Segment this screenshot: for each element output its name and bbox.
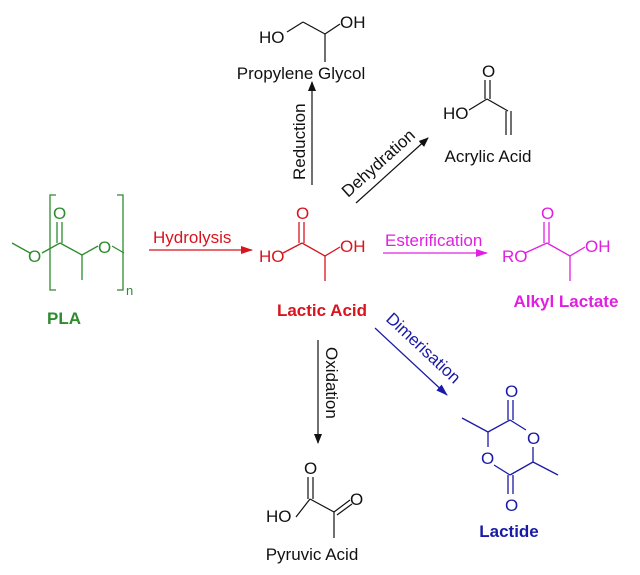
alkyl-atom-o: O <box>541 204 554 223</box>
alkyl-atom-oh: OH <box>585 237 611 256</box>
acrylic-acid-label: Acrylic Acid <box>445 147 532 166</box>
pla-atom-o-right: O <box>98 238 111 257</box>
dimerisation-label: Dimerisation <box>382 309 464 387</box>
dehydration-arrow <box>355 137 429 204</box>
lactic-acid-label: Lactic Acid <box>277 301 367 320</box>
esterification-label: Esterification <box>385 231 482 250</box>
glycol-atom-oh: OH <box>340 13 366 32</box>
acrylic-atom-o: O <box>482 62 495 81</box>
pla-atom-o-carbonyl: O <box>53 204 66 223</box>
pla-atom-o-left: O <box>28 247 41 266</box>
lactide-atom-o-ring-left: O <box>481 449 494 468</box>
dimerisation-arrow <box>374 327 448 396</box>
lactide-structure <box>461 400 559 494</box>
pyruvic-atom-o-ketone: O <box>350 490 363 509</box>
pla-subscript-n: n <box>126 283 133 298</box>
propylene-glycol-structure <box>286 21 341 62</box>
propylene-glycol-label: Propylene Glycol <box>237 64 366 83</box>
alkyl-lactate-label: Alkyl Lactate <box>514 292 619 311</box>
pyruvic-acid-structure <box>295 477 353 538</box>
oxidation-label: Oxidation <box>322 347 341 419</box>
reduction-label: Reduction <box>290 103 309 180</box>
alkyl-atom-ro: RO <box>502 247 528 266</box>
lactic-atom-oh: OH <box>340 237 366 256</box>
lactic-atom-o: O <box>296 204 309 223</box>
glycol-atom-ho: HO <box>259 28 285 47</box>
pyruvic-atom-ho: HO <box>266 507 292 526</box>
pla-structure <box>11 194 125 291</box>
alkyl-lactate-structure <box>524 222 586 281</box>
hydrolysis-label: Hydrolysis <box>153 228 231 247</box>
pyruvic-acid-label: Pyruvic Acid <box>266 545 359 564</box>
pla-label: PLA <box>47 309 81 328</box>
lactide-atom-o-ring-right: O <box>527 429 540 448</box>
lactic-atom-ho: HO <box>259 247 285 266</box>
lactide-atom-o-bottom: O <box>505 496 518 515</box>
acrylic-atom-ho: HO <box>443 104 469 123</box>
lactide-atom-o-top: O <box>505 382 518 401</box>
acrylic-acid-structure <box>468 80 512 135</box>
lactic-acid-structure <box>282 222 341 281</box>
lactide-label: Lactide <box>479 522 539 541</box>
pyruvic-atom-o-top: O <box>304 459 317 478</box>
dehydration-label: Dehydration <box>338 126 419 201</box>
